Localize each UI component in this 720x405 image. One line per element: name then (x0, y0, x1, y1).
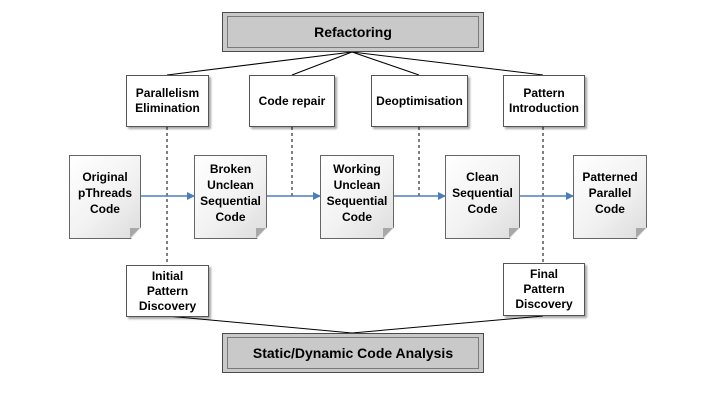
page-fold-icon (256, 228, 266, 238)
refactoring-banner-label: Refactoring (314, 24, 392, 40)
initial-pattern-discovery-box: Initial Pattern Discovery (126, 265, 209, 317)
page-fold-icon (383, 228, 393, 238)
refactoring-link-2 (291, 51, 353, 76)
refactoring-link-1 (166, 51, 353, 76)
working-unclean-sequential-code-doc: Working Unclean Sequential Code (320, 155, 394, 239)
parallelism-elimination-box: Parallelism Elimination (126, 75, 209, 127)
broken-unclean-sequential-code-doc: Broken Unclean Sequential Code (194, 155, 267, 239)
patterned-parallel-code-label: Patterned Parallel Code (582, 170, 638, 216)
refactoring-link-4 (351, 51, 544, 76)
pattern-introduction-box: Pattern Introduction (503, 75, 585, 127)
analysis-link-2 (351, 315, 544, 334)
clean-sequential-code-label: Clean Sequential Code (452, 170, 513, 216)
page-fold-icon (130, 228, 140, 238)
original-pthreads-code-doc: Original pThreads Code (69, 155, 141, 239)
analysis-link-1 (166, 315, 353, 334)
working-unclean-sequential-code-label: Working Unclean Sequential Code (326, 162, 388, 224)
page-fold-icon (636, 228, 646, 238)
static-dynamic-analysis-banner: Static/Dynamic Code Analysis (222, 333, 484, 373)
clean-sequential-code-doc: Clean Sequential Code (445, 155, 520, 239)
page-fold-icon (509, 228, 519, 238)
code-repair-box: Code repair (249, 75, 335, 127)
broken-unclean-sequential-code-label: Broken Unclean Sequential Code (200, 162, 261, 224)
patterned-parallel-code-doc: Patterned Parallel Code (573, 155, 647, 239)
final-pattern-discovery-box: Final Pattern Discovery (503, 263, 585, 316)
refactoring-link-3 (351, 51, 420, 76)
static-dynamic-analysis-banner-label: Static/Dynamic Code Analysis (252, 345, 454, 361)
refactoring-banner: Refactoring (222, 12, 484, 52)
original-pthreads-code-label: Original pThreads Code (77, 170, 132, 216)
deoptimisation-box: Deoptimisation (371, 75, 468, 127)
